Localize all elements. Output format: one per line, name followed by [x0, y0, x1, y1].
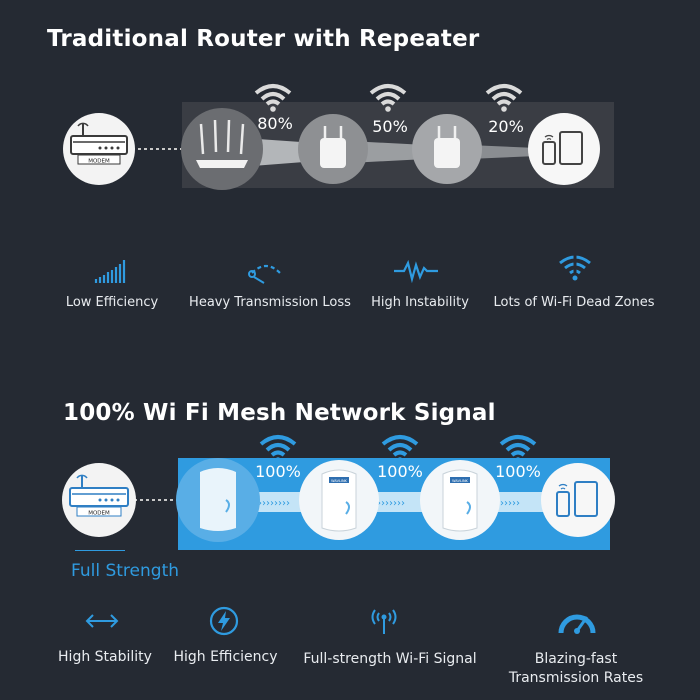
modem-icon: [70, 122, 128, 165]
feature-label-line2: Transmission Rates: [508, 670, 644, 686]
mesh-node2-icon: [321, 469, 357, 532]
devices-icon: [542, 131, 583, 165]
signal-label-20: 20%: [488, 117, 524, 136]
strength-underline: [75, 550, 125, 551]
svg-text:››››››››››: ››››››››››: [365, 498, 405, 509]
wifi-dead-zone-icon: [559, 255, 591, 281]
wifi-icon: [369, 84, 407, 112]
section1-diagram: MODEM: [63, 102, 614, 190]
feature-label: Heavy Transmission Loss: [189, 295, 351, 310]
section2-title: 100% Wi Fi Mesh Network Signal: [63, 400, 496, 426]
section2-diagram: ›››››››››› ›››››››››› ›››››››››› MODEM W…: [62, 458, 615, 550]
svg-text:››››››››››: ››››››››››: [480, 498, 520, 509]
svg-text:››››››››››: ››››››››››: [250, 498, 290, 509]
signal-label-100: 100%: [255, 462, 301, 481]
feature-label: High Instability: [371, 295, 469, 310]
section1-signal-3: [484, 82, 524, 112]
wifi-icon: [499, 435, 537, 463]
modem-label: MODEM: [88, 159, 110, 165]
devices-icon: [556, 481, 598, 517]
router-icon: [196, 119, 248, 168]
section2-signal-2: [380, 433, 420, 463]
full-strength-label: Full Strength: [71, 561, 180, 581]
wifi-icon: [485, 84, 523, 112]
devices-circle: [528, 113, 600, 185]
signal-label-100: 100%: [495, 462, 541, 481]
speedometer-icon: [558, 614, 596, 634]
mesh-node1-icon: [200, 468, 236, 531]
wifi-icon: [254, 84, 292, 112]
modem-label: MODEM: [88, 511, 110, 517]
beam-chevrons: ›››››››››› ›››››››››› ››››››››››: [250, 498, 520, 509]
feature-label: High Stability: [58, 649, 152, 665]
feature-label: High Efficiency: [173, 649, 278, 665]
broken-signal-icon: [248, 264, 281, 284]
feature-label: Low Efficiency: [65, 295, 159, 310]
signal-label-50: 50%: [372, 117, 408, 136]
double-arrow-icon: [85, 614, 119, 628]
feature-label: Lots of Wi-Fi Dead Zones: [493, 295, 655, 310]
feature-label: Full-strength Wi-Fi Signal: [303, 651, 477, 667]
lightning-icon: [209, 606, 239, 636]
feature-label-line1: Blazing-fast: [534, 651, 618, 667]
mesh-node3-icon: [442, 469, 478, 532]
section2-signal-1: [258, 433, 298, 463]
device-brand-label: WAVLINK: [331, 479, 347, 483]
section1-signal-1: [253, 82, 293, 112]
unstable-waveform-icon: [394, 259, 438, 283]
section2-signal-3: [498, 433, 538, 463]
section1-title: Traditional Router with Repeater: [47, 26, 480, 52]
wifi-icon: [259, 435, 297, 463]
signal-label-80: 80%: [257, 114, 293, 133]
repeater2-icon: [434, 126, 460, 168]
devices-circle: [541, 463, 615, 537]
section1-signal-2: [368, 82, 408, 112]
device-brand-label: WAVLINK: [452, 479, 468, 483]
wifi-icon: [381, 435, 419, 463]
modem-icon: [69, 474, 129, 517]
repeater1-icon: [320, 126, 346, 168]
signal-label-100: 100%: [377, 462, 423, 481]
antenna-signal-icon: [371, 609, 397, 634]
bar-chart-icon: [94, 260, 126, 283]
